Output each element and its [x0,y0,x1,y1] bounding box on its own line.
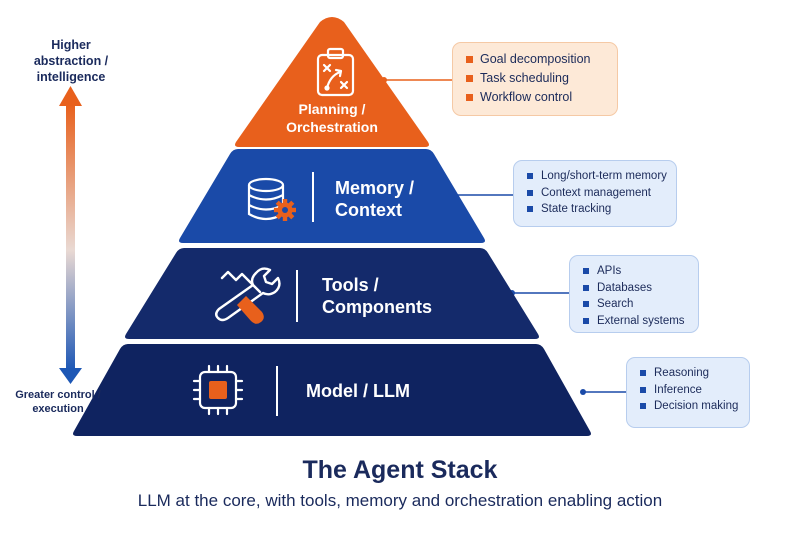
list-item: Databases [582,280,686,297]
layer-title-tools: Tools / Components [322,275,432,317]
callout-model: Reasoning Inference Decision making [626,357,750,428]
diagram-subtitle: LLM at the core, with tools, memory and … [137,491,663,510]
callout-planning: Goal decomposition Task scheduling Workf… [452,42,618,116]
layer-planning-shape [235,17,429,147]
wrench-screwdriver-icon [215,267,281,324]
list-item: Long/short-term memory [526,168,667,185]
list-item: Decision making [639,398,738,415]
callout-tools: APIs Databases Search External systems [569,255,699,333]
layer-title-planning: Planning / Orchestration [286,101,378,135]
cpu-chip-icon [192,364,244,416]
axis-bottom-label: Greater control / execution [15,389,101,415]
layer-title-memory: Memory / Context [335,178,415,220]
list-item: APIs [582,263,686,280]
list-item: Workflow control [465,88,605,107]
list-item: Context management [526,185,664,202]
list-item: Goal decomposition [465,50,605,69]
database-gear-icon [247,177,296,221]
layer-memory-shape [179,149,485,243]
list-item: Search [582,296,686,313]
diagram-title: The Agent Stack [302,456,498,484]
layer-dividers [276,172,314,416]
abstraction-arrow [59,86,82,384]
list-item: Task scheduling [465,69,605,88]
list-item: Inference [639,382,737,399]
layer-model-shape [73,344,591,436]
list-item: State tracking [526,201,664,218]
list-item: External systems [582,313,686,330]
layer-title-model: Model / LLM [306,381,410,401]
clipboard-strategy-icon [316,47,355,97]
callout-memory: Long/short-term memory Context managemen… [513,160,677,227]
axis-top-label: Higher abstraction / intelligence [33,38,109,84]
list-item: Reasoning [639,365,737,382]
